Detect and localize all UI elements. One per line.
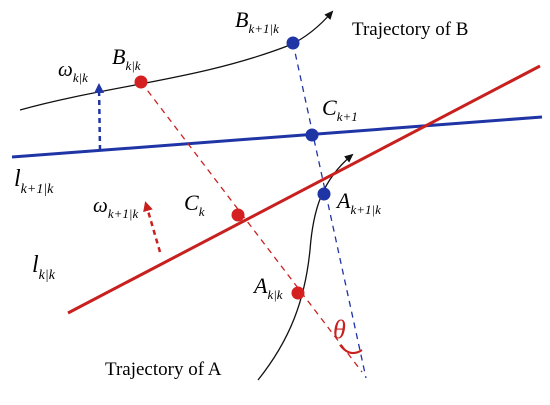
point-b-k1k xyxy=(286,36,300,50)
line-l-k1k xyxy=(11,115,543,159)
label-c-k: Ck xyxy=(184,190,205,219)
point-c-k1 xyxy=(305,128,319,142)
point-b-kk xyxy=(134,75,148,89)
label-a-kk: Ak|k xyxy=(252,273,283,302)
dashed-red-bk-ak xyxy=(140,81,363,373)
label-l-kk: lk|k xyxy=(32,252,56,283)
label-a-k1k: Ak+1|k xyxy=(335,188,381,217)
theta-arc xyxy=(339,344,363,355)
label-c-k1: Ck+1 xyxy=(322,95,358,124)
label-omega-k1k: ωk+1|k xyxy=(93,193,138,221)
omega-kk-arrow xyxy=(94,83,105,151)
label-trajectory-a: Trajectory of A xyxy=(105,359,222,380)
trajectory-b-curve xyxy=(19,10,334,111)
point-c-k xyxy=(231,208,245,222)
point-a-kk xyxy=(291,286,305,300)
omega-k1k-arrow xyxy=(143,201,162,253)
label-l-k1k: lk+1|k xyxy=(14,166,54,197)
label-theta: θ xyxy=(333,315,346,344)
dashed-blue-bk1-ak1 xyxy=(292,42,367,379)
trajectory-a-curve xyxy=(257,153,354,381)
label-trajectory-b: Trajectory of B xyxy=(352,19,468,40)
line-l-kk xyxy=(67,64,541,315)
point-a-k1k xyxy=(317,187,331,201)
label-b-kk: Bk|k xyxy=(112,44,141,73)
label-b-k1k: Bk+1|k xyxy=(235,7,279,36)
label-omega-kk: ωk|k xyxy=(58,57,88,85)
